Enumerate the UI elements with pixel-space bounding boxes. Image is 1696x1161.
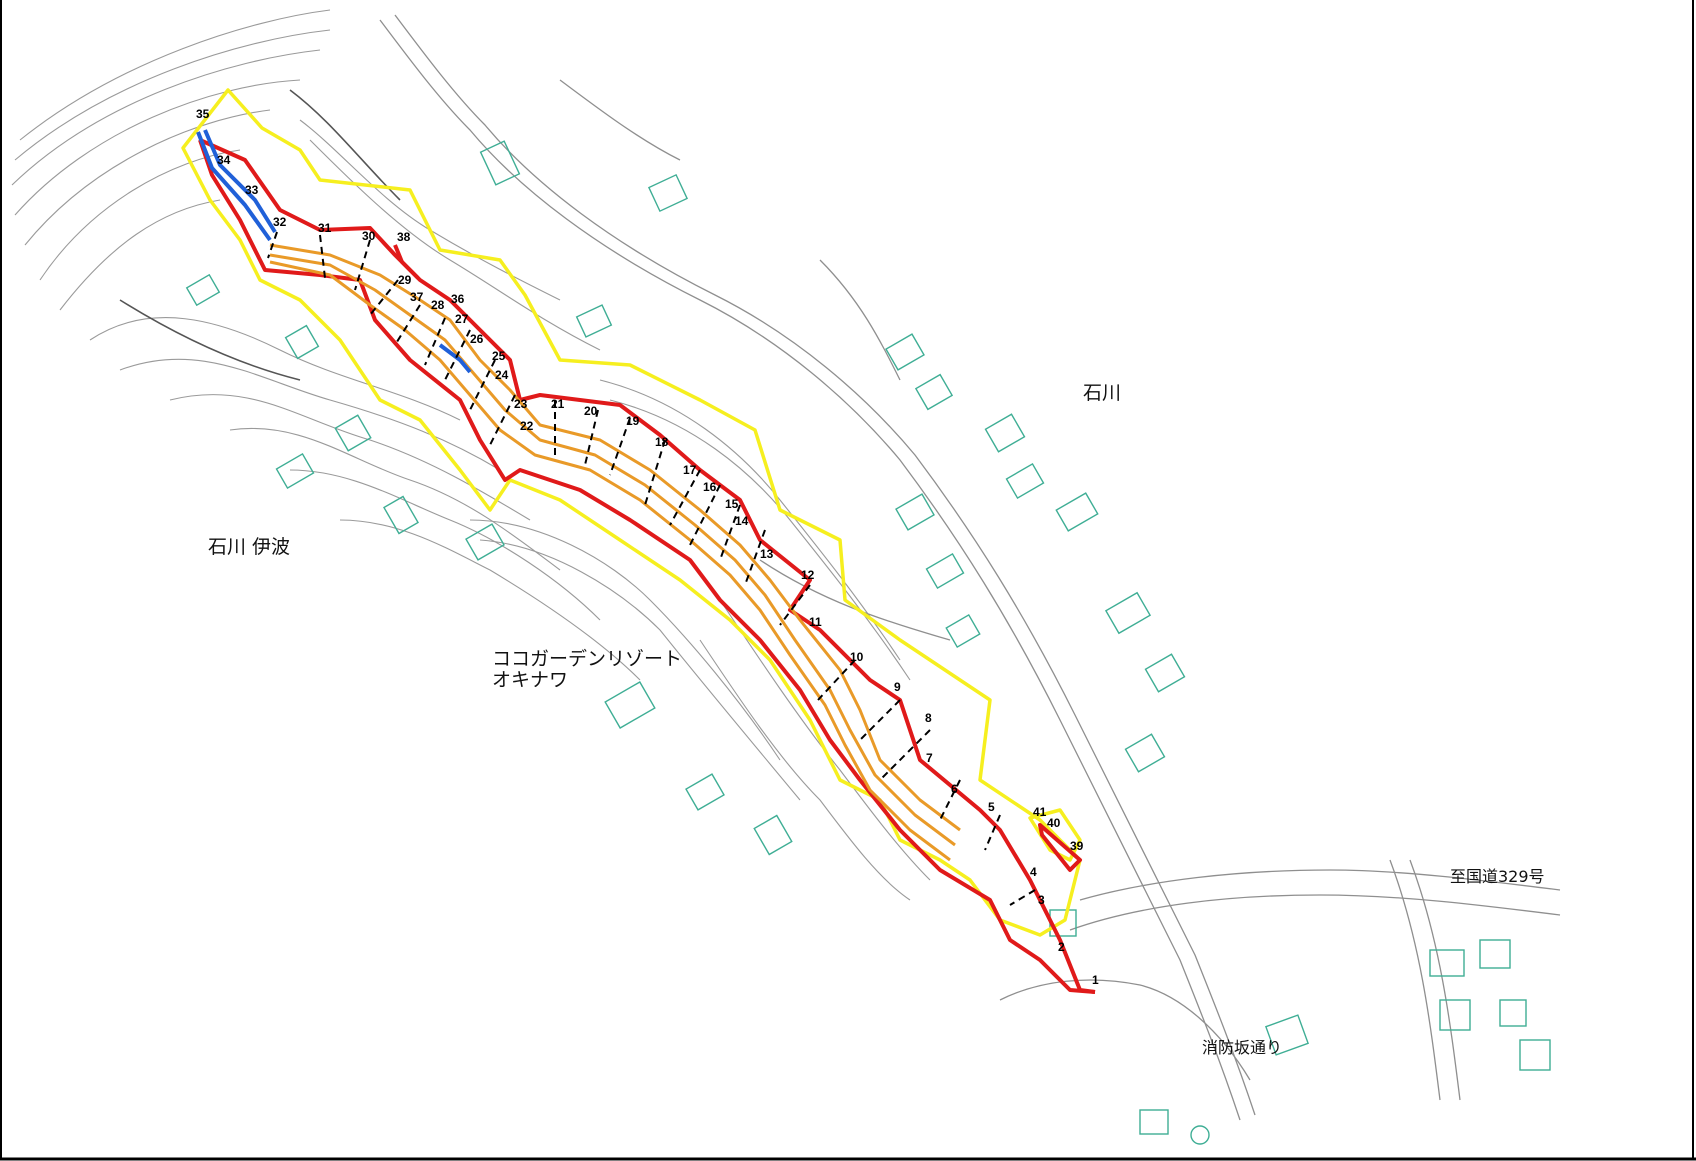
section-number-40: 40 bbox=[1047, 816, 1061, 830]
cross-section-lines bbox=[267, 231, 1036, 906]
section-number-6: 6 bbox=[951, 782, 958, 796]
section-number-12: 12 bbox=[801, 568, 815, 582]
buildings bbox=[185, 140, 1551, 1145]
section-number-26: 26 bbox=[470, 332, 484, 346]
section-number-18: 18 bbox=[655, 435, 669, 449]
section-number-25: 25 bbox=[492, 349, 506, 363]
section-number-22: 22 bbox=[520, 419, 534, 433]
label-ishikawa: 石川 bbox=[1083, 382, 1121, 404]
contour-lines bbox=[11, 9, 931, 901]
section-number-35: 35 bbox=[196, 107, 210, 121]
label-fire-slope-street: 消防坂通り bbox=[1202, 1038, 1282, 1057]
section-number-39: 39 bbox=[1070, 839, 1084, 853]
channel-inner-lines bbox=[269, 243, 961, 862]
section-number-13: 13 bbox=[760, 547, 774, 561]
section-number-3: 3 bbox=[1038, 893, 1045, 907]
section-number-14: 14 bbox=[735, 514, 749, 528]
section-number-19: 19 bbox=[626, 414, 640, 428]
label-ishikawa-iha: 石川 伊波 bbox=[208, 536, 290, 558]
section-number-36: 36 bbox=[451, 292, 465, 306]
section-number-23: 23 bbox=[514, 397, 528, 411]
section-number-38: 38 bbox=[397, 230, 411, 244]
section-number-5: 5 bbox=[988, 800, 995, 814]
section-number-20: 20 bbox=[584, 404, 598, 418]
section-number-7: 7 bbox=[926, 751, 933, 765]
section-number-9: 9 bbox=[894, 680, 901, 694]
section-number-17: 17 bbox=[683, 463, 697, 477]
section-number-27: 27 bbox=[455, 312, 469, 326]
survey-boundary-yellow bbox=[181, 88, 1082, 937]
section-number-32: 32 bbox=[273, 215, 287, 229]
section-number-11: 11 bbox=[809, 615, 822, 629]
section-number-30: 30 bbox=[362, 229, 376, 243]
section-number-28: 28 bbox=[431, 298, 445, 312]
section-number-15: 15 bbox=[725, 497, 739, 511]
section-number-31: 31 bbox=[318, 221, 332, 235]
section-number-34: 34 bbox=[217, 153, 231, 167]
channel-upstream-blue bbox=[196, 131, 272, 242]
section-number-41: 41 bbox=[1033, 805, 1047, 819]
section-number-24: 24 bbox=[495, 368, 509, 382]
section-numbers: 1234567891011121314151617181920212223242… bbox=[196, 107, 1099, 987]
section-number-21: 21 bbox=[551, 397, 565, 411]
roads bbox=[379, 14, 1561, 1121]
label-to-route-329: 至国道329号 bbox=[1450, 867, 1545, 886]
section-number-1: 1 bbox=[1092, 973, 1099, 987]
section-number-37: 37 bbox=[410, 290, 424, 304]
section-number-8: 8 bbox=[925, 711, 932, 725]
section-number-29: 29 bbox=[398, 273, 412, 287]
section-number-33: 33 bbox=[245, 183, 259, 197]
section-number-4: 4 bbox=[1030, 865, 1037, 879]
label-resort-line2: オキナワ bbox=[492, 669, 568, 691]
section-number-16: 16 bbox=[703, 480, 717, 494]
section-number-10: 10 bbox=[850, 650, 864, 664]
label-resort-line1: ココガーデンリゾート bbox=[492, 648, 682, 670]
section-number-2: 2 bbox=[1058, 940, 1065, 954]
